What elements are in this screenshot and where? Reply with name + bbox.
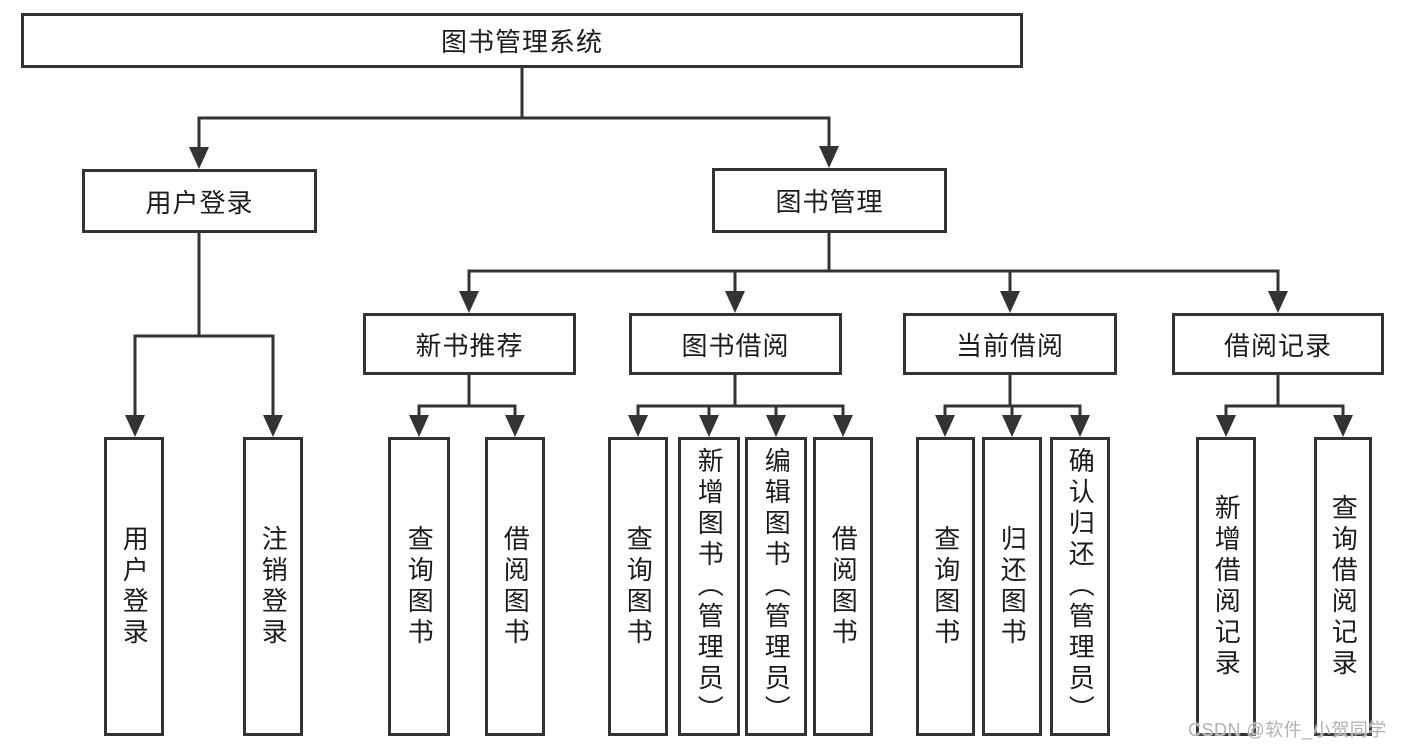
leaf-add-books-admin: 新增图书（管理员） xyxy=(678,437,740,736)
node-label: 图书管理系统 xyxy=(440,27,603,57)
node-book-management: 图书管理 xyxy=(712,168,947,233)
node-label: 新增借阅记录 xyxy=(1211,493,1242,680)
leaf-logout: 注销登录 xyxy=(243,437,303,736)
node-label: 用户登录 xyxy=(145,187,254,218)
node-borrowing-records: 借阅记录 xyxy=(1172,313,1384,375)
node-label: 借阅图书 xyxy=(500,524,531,649)
node-library-management-system: 图书管理系统 xyxy=(21,13,1023,68)
node-label: 查询图书 xyxy=(930,524,961,649)
node-label: 查询借阅记录 xyxy=(1328,493,1359,680)
node-label: 归还图书 xyxy=(997,524,1028,649)
leaf-edit-books-admin: 编辑图书（管理员） xyxy=(745,437,807,736)
node-label: 图书借阅 xyxy=(681,330,790,361)
leaf-query-borrow-record: 查询借阅记录 xyxy=(1314,437,1372,736)
node-label: 新书推荐 xyxy=(415,330,524,361)
leaf-user-login: 用户登录 xyxy=(104,437,164,736)
node-current-borrowing: 当前借阅 xyxy=(903,313,1117,375)
node-label: 注销登录 xyxy=(258,524,289,649)
node-label: 确认归还（管理员） xyxy=(1065,447,1096,726)
leaf-borrow-books: 借阅图书 xyxy=(485,437,545,736)
node-label: 当前借阅 xyxy=(955,330,1064,361)
node-label: 查询图书 xyxy=(623,524,654,649)
leaf-add-borrow-record: 新增借阅记录 xyxy=(1196,437,1256,736)
node-label: 查询图书 xyxy=(404,524,435,649)
node-label: 借阅图书 xyxy=(828,524,859,649)
node-label: 新增图书（管理员） xyxy=(694,447,725,726)
node-new-book-recommendation: 新书推荐 xyxy=(363,313,576,375)
leaf-return-books: 归还图书 xyxy=(982,437,1042,736)
leaf-confirm-return-admin: 确认归还（管理员） xyxy=(1050,437,1110,736)
leaf-query-books: 查询图书 xyxy=(608,437,668,736)
node-book-borrowing: 图书借阅 xyxy=(629,313,842,375)
node-label: 图书管理 xyxy=(775,187,884,217)
csdn-watermark: CSDN @软件_小贺同学 xyxy=(1188,720,1387,740)
leaf-borrow-books: 借阅图书 xyxy=(813,437,873,736)
node-label: 借阅记录 xyxy=(1223,330,1332,361)
node-label: 编辑图书（管理员） xyxy=(761,447,792,726)
leaf-query-books: 查询图书 xyxy=(916,437,975,736)
leaf-query-books: 查询图书 xyxy=(388,437,450,736)
node-label: 用户登录 xyxy=(119,524,150,649)
node-user-login: 用户登录 xyxy=(82,169,317,233)
